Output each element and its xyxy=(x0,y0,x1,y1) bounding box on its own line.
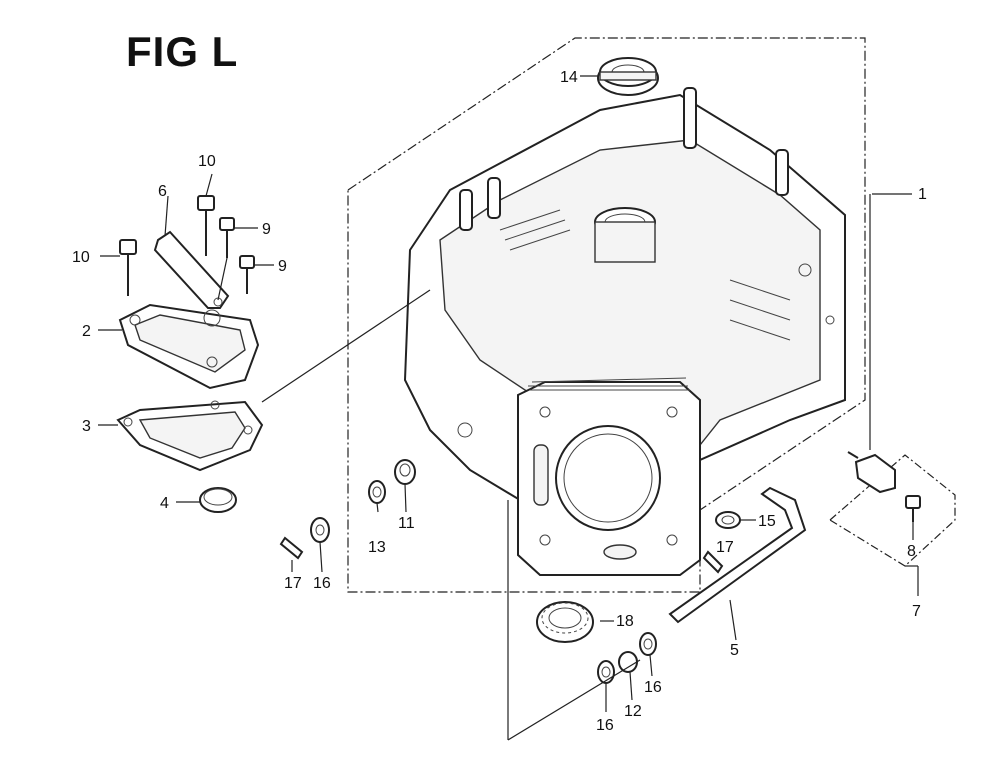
plug-part-4 xyxy=(199,487,237,513)
callout-11: 11 xyxy=(398,515,415,532)
washer-part-13 xyxy=(368,480,386,504)
bolt-part-8 xyxy=(905,495,921,522)
pin-part-17-right xyxy=(702,550,724,574)
bolt-part-9-lower xyxy=(239,255,255,294)
pin-part-17-left xyxy=(279,536,304,560)
callout-9-a: 9 xyxy=(262,221,271,238)
callout-13: 13 xyxy=(368,539,386,556)
callout-9-b: 9 xyxy=(278,258,287,275)
callout-5: 5 xyxy=(730,642,739,659)
callout-10-b: 10 xyxy=(72,249,90,266)
callout-16-a: 16 xyxy=(313,575,331,592)
callout-16-c: 16 xyxy=(644,679,662,696)
callout-6: 6 xyxy=(158,183,167,200)
callout-10-a: 10 xyxy=(198,153,216,170)
callout-15: 15 xyxy=(758,513,776,530)
callout-17-b: 17 xyxy=(716,539,734,556)
sensor-part-7 xyxy=(847,451,896,494)
callout-3: 3 xyxy=(82,418,91,435)
callout-labels: 1 2 3 4 5 6 7 8 9 9 10 10 11 12 13 14 15… xyxy=(72,69,927,734)
collar-part-12 xyxy=(618,651,638,673)
washer-part-16-low-a xyxy=(597,660,615,684)
leader-lines xyxy=(98,75,919,741)
bolt-part-10-upper xyxy=(197,195,215,256)
figure-title: FIG L xyxy=(126,28,239,75)
callout-18: 18 xyxy=(616,613,634,630)
callout-2: 2 xyxy=(82,323,91,340)
crankcase-block xyxy=(403,87,846,576)
breather-cover-part-2 xyxy=(118,303,260,390)
assembly-boundary xyxy=(347,37,956,593)
callout-14: 14 xyxy=(560,69,578,86)
shaft-part-5 xyxy=(668,486,807,624)
seal-part-15 xyxy=(715,511,741,529)
washer-part-16-left xyxy=(310,517,330,543)
callout-12: 12 xyxy=(624,703,642,720)
callout-7: 7 xyxy=(912,603,921,620)
callout-4: 4 xyxy=(160,495,169,512)
callout-8: 8 xyxy=(907,543,916,560)
bearing-part-18 xyxy=(536,601,594,643)
oil-seal-part-14 xyxy=(597,57,659,96)
plate-part-6 xyxy=(153,230,230,309)
washer-part-16-low-b xyxy=(639,632,657,656)
bolt-part-9-upper xyxy=(219,217,235,258)
callout-1: 1 xyxy=(918,186,927,203)
callout-16-b: 16 xyxy=(596,717,614,734)
callout-17-a: 17 xyxy=(284,575,302,592)
gasket-part-3 xyxy=(116,400,264,472)
collar-part-11 xyxy=(394,459,416,485)
bolt-part-10-left xyxy=(119,239,137,296)
